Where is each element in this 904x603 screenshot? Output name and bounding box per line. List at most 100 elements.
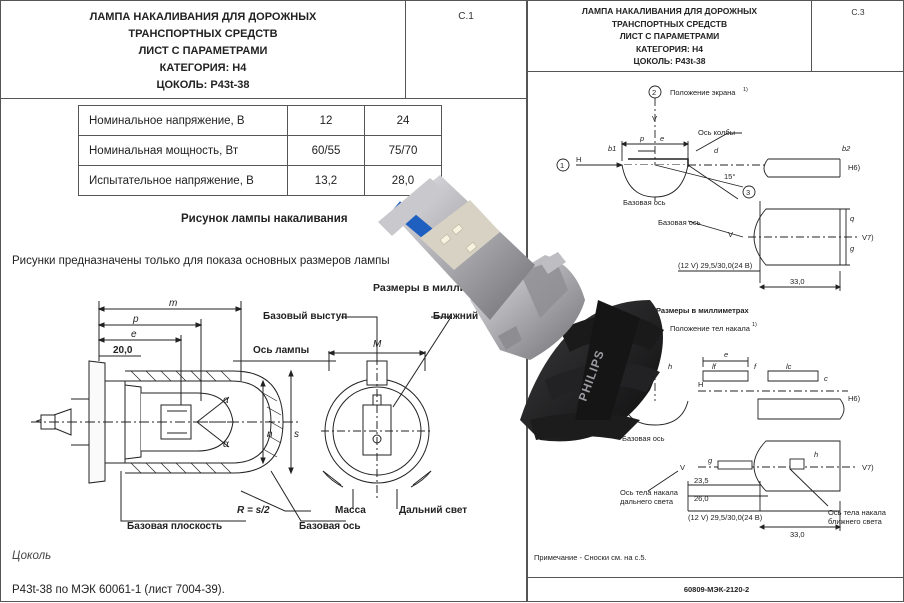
sheet-header: ЛАМПА НАКАЛИВАНИЯ ДЛЯ ДОРОЖНЫХ ТРАНСПОРТ… xyxy=(1,1,526,99)
param-label: Номинальное напряжение, В xyxy=(78,105,288,136)
label-H6-bottom: H6) xyxy=(848,394,861,403)
dimensions-title: Размеры в миллим xyxy=(373,282,474,294)
label-33-top: 33,0 xyxy=(790,277,805,286)
callout-high-beam: Дальний свет xyxy=(399,505,467,516)
label-b2: b2 xyxy=(842,144,851,153)
label-260: 26,0 xyxy=(694,494,709,503)
screen-position-drawing: 2 1 3 Положение экрана 1) V p e Ось колб… xyxy=(556,85,887,539)
heatsink: PHILIPS xyxy=(520,300,664,442)
dim-m: m xyxy=(169,298,177,309)
label-filament-position: Положение тел накала xyxy=(670,324,751,333)
label-voltage-top: (12 V) 29,5/30,0(24 В) xyxy=(678,261,753,270)
label-H-top: H xyxy=(576,155,581,164)
label-base-axis-top: Базовая ось xyxy=(623,198,666,207)
label-V-mid: V xyxy=(728,230,733,239)
sheet-header: ЛАМПА НАКАЛИВАНИЯ ДЛЯ ДОРОЖНЫХ ТРАНСПОРТ… xyxy=(528,1,903,72)
label-V7-top: V7) xyxy=(862,233,874,242)
label-e-bottom: e xyxy=(724,350,728,359)
mark-3: 3 xyxy=(746,188,750,197)
lamp-drawing: m p e 20,0 α α n s M R = s/2 Базовый выс… xyxy=(31,298,493,532)
sheet-title: ЛАМПА НАКАЛИВАНИЯ ДЛЯ ДОРОЖНЫХ ТРАНСПОРТ… xyxy=(581,6,758,66)
table-row: Номинальная мощность, Вт 60/55 75/70 xyxy=(78,135,442,166)
param-label: Испытательное напряжение, В xyxy=(78,165,288,196)
cap-heading: Цоколь xyxy=(12,550,52,562)
led-board xyxy=(420,200,500,270)
label-base-axis-top-2: Базовая ось xyxy=(658,218,701,227)
led-chip xyxy=(465,241,478,254)
label-low-beam-axis-1: Ось тела накала xyxy=(828,508,887,517)
label-low-beam-axis-2: ближнего света xyxy=(828,517,883,526)
label-b1: b1 xyxy=(608,144,616,153)
dim-M: M xyxy=(373,339,382,350)
param-value-24v: 24 xyxy=(364,105,442,136)
label-angle-15: 15° xyxy=(724,172,735,181)
param-value-12v: 60/55 xyxy=(287,135,365,166)
table-row: Испытательное напряжение, В 13,2 28,0 xyxy=(78,165,442,196)
dim-e: e xyxy=(131,329,137,340)
label-c: c xyxy=(824,374,828,383)
label-dimensions-mm: Размеры в миллиметрах xyxy=(656,306,750,315)
parameter-sheet-page-1: ЛАМПА НАКАЛИВАНИЯ ДЛЯ ДОРОЖНЫХ ТРАНСПОРТ… xyxy=(0,0,527,602)
mark-1: 1 xyxy=(560,161,564,170)
parameters-table: Номинальное напряжение, В 12 24 Номиналь… xyxy=(78,105,442,196)
figure-note: Рисунки предназначены только для показа … xyxy=(12,255,390,267)
label-235: 23,5 xyxy=(694,476,709,485)
label-H-bottom: H xyxy=(698,380,703,389)
dim-p: p xyxy=(132,314,139,325)
label-V-bottom: V xyxy=(680,463,685,472)
footer-divider xyxy=(528,577,903,578)
figure-title: Рисунок лампы накаливания xyxy=(181,213,348,225)
barrel-tip xyxy=(378,178,444,236)
label-p: p xyxy=(639,134,644,143)
callout-low-beam: Ближний св xyxy=(433,311,493,322)
callout-base-plane: Базовая плоскость xyxy=(127,521,222,532)
sup-1-top: 1) xyxy=(743,87,748,93)
table-row: Номинальное напряжение, В 12 24 xyxy=(78,105,442,136)
label-V-top: V xyxy=(652,114,657,123)
label-cap-axis: Ось колбы xyxy=(698,128,735,137)
callout-base-protrusion: Базовый выступ xyxy=(263,311,347,322)
label-h-bottom: h xyxy=(814,450,818,459)
dim-alpha-lower: α xyxy=(223,439,229,450)
label-33-bottom: 33,0 xyxy=(790,530,805,539)
label-lf: lf xyxy=(712,362,717,371)
parameter-sheet-page-3: ЛАМПА НАКАЛИВАНИЯ ДЛЯ ДОРОЖНЫХ ТРАНСПОРТ… xyxy=(527,0,904,602)
label-base-axis-bottom: Базовая ось xyxy=(622,434,665,443)
param-value-12v: 13,2 xyxy=(287,165,365,196)
document-code: 60809-МЭК-2120-2 xyxy=(683,585,750,594)
label-h: h xyxy=(668,362,672,371)
label-V7-bottom: V7) xyxy=(862,463,874,472)
param-value-24v: 75/70 xyxy=(364,135,442,166)
page-number: С.1 xyxy=(458,11,474,22)
led-chip xyxy=(439,233,452,246)
callout-base-axis: Базовая ось xyxy=(299,521,361,532)
dim-n: n xyxy=(267,429,273,440)
label-screen-position: Положение экрана xyxy=(670,88,736,97)
cap-text: P43t-38 по МЭК 60061-1 (лист 7004-39). xyxy=(12,584,225,596)
page-number: С.3 xyxy=(851,7,865,17)
dim-20: 20,0 xyxy=(113,345,133,356)
mounting-tab xyxy=(540,252,566,274)
header-divider xyxy=(405,1,406,98)
label-f: f xyxy=(754,362,757,371)
label-q: q xyxy=(850,214,855,223)
footnote: Примечание - Сноски см. на с.5. xyxy=(534,553,647,562)
label-e-top: e xyxy=(660,134,664,143)
label-lc: lc xyxy=(786,362,792,371)
label-g-top: g xyxy=(850,244,855,253)
label-voltage-bottom: (12 V) 29,5/30,0(24 B) xyxy=(688,513,763,522)
collar-ring xyxy=(520,260,568,318)
sup-1-bottom: 1) xyxy=(752,322,757,328)
header-divider xyxy=(811,1,812,71)
dim-alpha-upper: α xyxy=(223,395,229,406)
mark-2-top: 2 xyxy=(652,88,656,97)
label-high-beam-axis-1: Ось тела накала xyxy=(620,488,679,497)
label-d: d xyxy=(714,146,719,155)
label-g-bottom: g xyxy=(708,456,713,465)
callout-mass: Масса xyxy=(335,505,366,516)
led-chip xyxy=(451,223,464,236)
label-H6-top: H6) xyxy=(848,163,861,172)
mounting-tab xyxy=(498,326,522,350)
dim-s: s xyxy=(294,429,299,440)
